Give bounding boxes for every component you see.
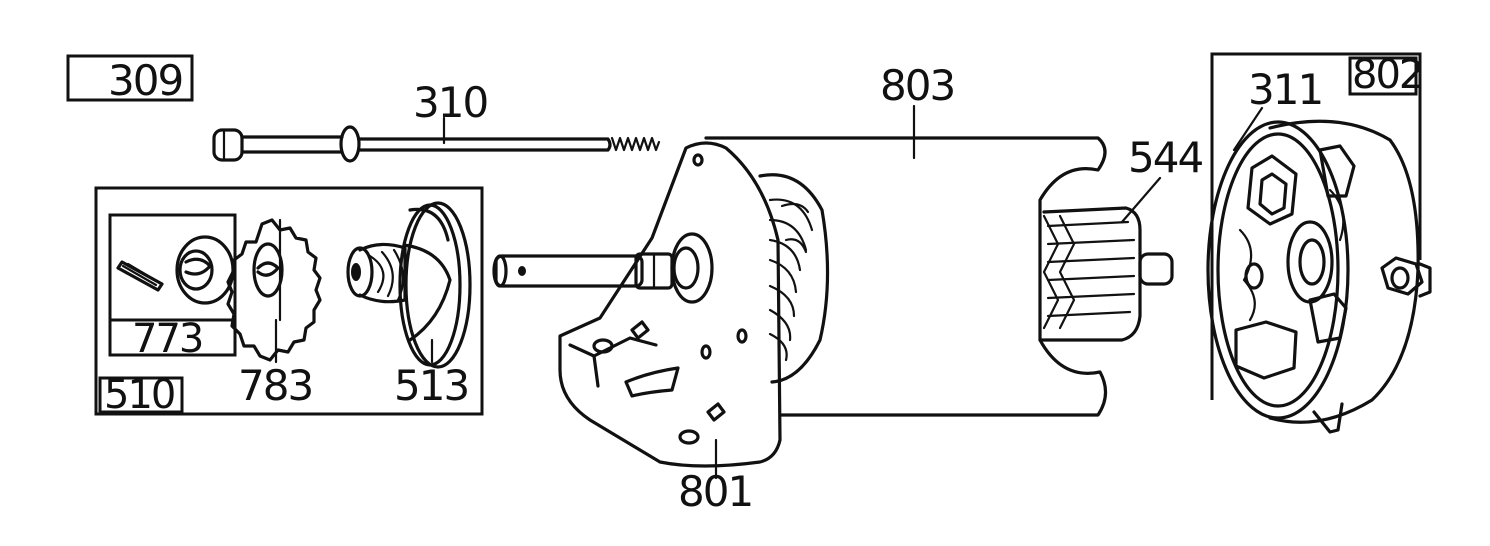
bolt-threads — [610, 136, 661, 152]
housing-outline — [704, 136, 1108, 417]
part-311-label: 311 — [1248, 65, 1322, 114]
drive-gear — [226, 218, 322, 362]
part-544-label: 544 — [1128, 133, 1202, 182]
part-510-label-box — [98, 376, 184, 414]
commutator-end-cap — [1206, 119, 1432, 434]
part-510-box — [94, 186, 484, 416]
motor-housing: 803 — [704, 61, 1108, 417]
part-310-label: 310 — [413, 78, 487, 127]
part-309-box — [66, 54, 194, 102]
part-773-label: 773 — [132, 316, 202, 362]
part-309-callout: 309 — [66, 54, 194, 105]
armature: 544 — [1038, 133, 1204, 342]
drive-kit-group: 510 773 783 — [94, 186, 484, 418]
drive-end-cap — [492, 141, 830, 468]
part-510-label: 510 — [104, 372, 174, 418]
roll-pin — [116, 260, 164, 292]
retainer — [175, 235, 235, 305]
part-802-box — [1348, 56, 1418, 96]
part-802-label: 802 — [1352, 52, 1422, 98]
part-309-label: 309 — [108, 56, 182, 105]
part-803-label: 803 — [880, 61, 954, 110]
part-513-label: 513 — [394, 361, 468, 410]
part-783-label: 783 — [238, 361, 312, 410]
bolt-head — [212, 128, 244, 162]
through-bolt: 310 — [212, 78, 661, 163]
commutator-end-cap-group: 802 311 — [1206, 52, 1432, 434]
part-773-box — [108, 213, 237, 357]
bolt-washer — [339, 125, 361, 163]
drive-clutch — [346, 201, 472, 369]
